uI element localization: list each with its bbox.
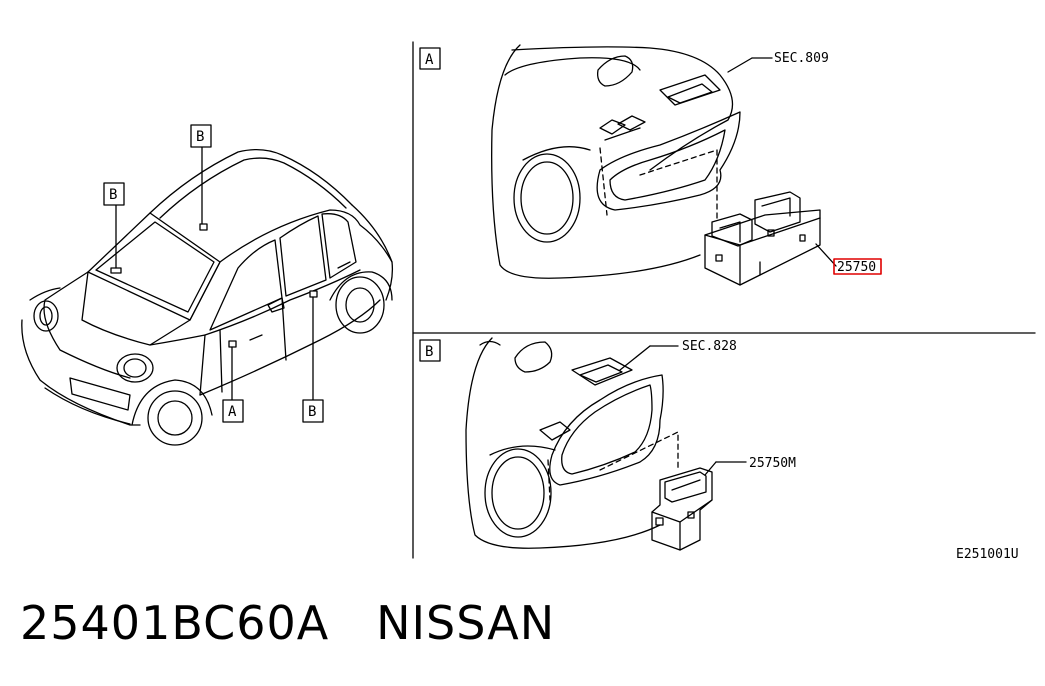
car-a-door-box	[222, 399, 244, 423]
car-b-rear-door-label: B	[308, 404, 316, 420]
car-illustration	[21, 146, 394, 446]
brand-name: NISSAN	[376, 596, 556, 650]
car-b-roof-box	[190, 124, 212, 148]
view-a-callout-box	[419, 47, 441, 70]
car-b-hood-label: B	[109, 187, 117, 203]
car-b-rear-door-box	[302, 399, 324, 423]
car-a-door-label: A	[228, 404, 237, 420]
view-b-callout-box	[419, 339, 441, 362]
sec-809-label: SEC.809	[774, 51, 829, 66]
view-a-door-trim	[491, 44, 837, 286]
view-b-door-trim	[465, 337, 747, 551]
part-25750m-label: 25750M	[749, 456, 796, 471]
view-a-label: A	[425, 52, 434, 68]
caption: 25401BC60A NISSAN	[20, 596, 555, 650]
part-highlight-box	[833, 258, 882, 275]
part-number: 25401BC60A	[20, 596, 330, 650]
part-25750-label: 25750	[837, 260, 876, 275]
car-b-roof-label: B	[196, 129, 204, 145]
diagram-code: E251001U	[956, 547, 1019, 562]
sec-828-label: SEC.828	[682, 339, 737, 354]
car-b-hood-box	[103, 182, 125, 206]
view-b-label: B	[425, 344, 433, 360]
